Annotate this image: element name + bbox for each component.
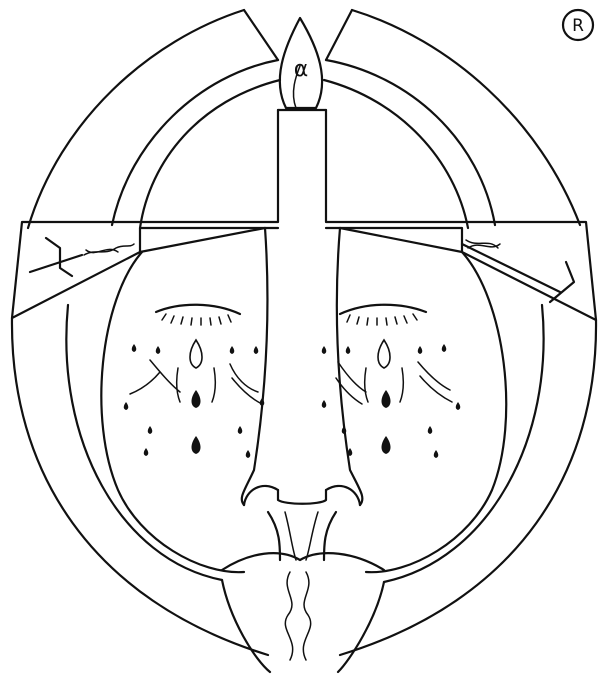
right-tears (321, 338, 461, 458)
registered-mark: R (561, 8, 595, 42)
face (100, 226, 508, 661)
left-tears (123, 338, 265, 458)
right-arm-symbol (460, 239, 576, 304)
alpha-symbol: α (294, 57, 309, 82)
flame-icon: α (278, 16, 324, 110)
registered-mark-letter: R (572, 16, 584, 36)
left-eye (154, 303, 242, 326)
cross (10, 108, 598, 322)
left-arm-symbol (28, 236, 135, 278)
outer-oval (10, 8, 598, 674)
right-eye (338, 303, 428, 326)
